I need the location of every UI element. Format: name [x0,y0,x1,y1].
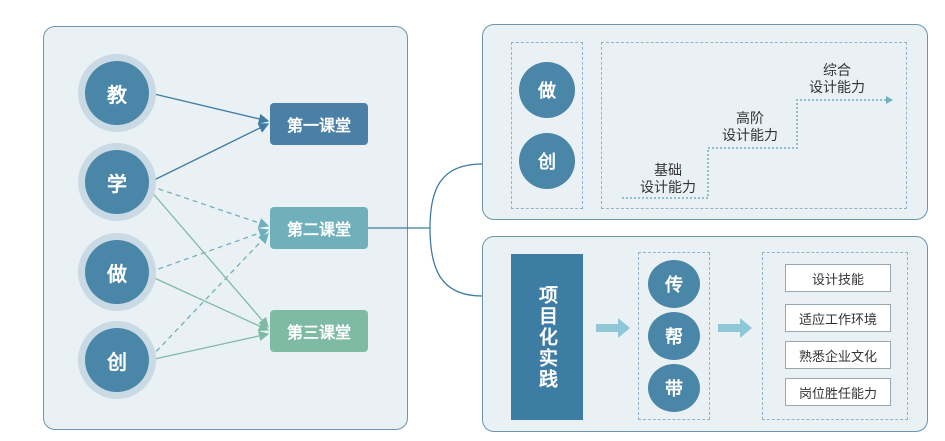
project-practice-title: 项目化实践 [536,284,558,390]
skills-frame [762,252,908,420]
step-comprehensive-line1: 综合 [823,63,851,79]
ability-stairs-frame [601,42,907,209]
link-chuang-class2 [149,233,269,359]
link-xue-class1 [149,123,270,183]
skill-design: 设计技能 [785,264,891,292]
step-comprehensive: 综合 设计能力 [805,63,869,97]
step-basic-line1: 基础 [654,163,682,179]
link-xue-class3 [149,189,269,328]
method-bang: 帮 [648,312,700,360]
skill-company-culture: 熟悉企业文化 [785,341,891,369]
step-advanced: 高阶 设计能力 [718,111,782,145]
brace-curve [429,163,483,297]
arrow-methods-to-skills [718,318,752,338]
step-advanced-line1: 高阶 [736,111,764,127]
class-box-first: 第一课堂 [270,103,368,145]
project-practice-block: 项目化实践 [511,254,583,420]
class-box-second: 第二课堂 [270,207,368,249]
node-xue: 学 [85,150,149,214]
step-advanced-line2: 设计能力 [722,128,778,144]
step-basic-line2: 设计能力 [640,180,696,196]
link-xue-class2 [149,185,270,229]
node-chuang: 创 [85,328,149,392]
skill-job-competence: 岗位胜任能力 [785,378,891,406]
link-chuang-class3 [149,330,270,361]
top-node-chuang: 创 [519,133,575,189]
top-node-zuo: 做 [519,62,575,118]
staircase [622,99,888,199]
node-zuo: 做 [85,240,149,304]
arrow-practice-to-methods [596,318,630,338]
link-zuo-class3 [149,275,270,331]
link-zuo-class2 [149,228,270,273]
skill-adapt-environment: 适应工作环境 [785,304,891,332]
top-nodes-frame [511,42,583,209]
class-box-third: 第三课堂 [270,310,368,352]
staircase-arrowhead [886,96,893,104]
link-jiao-class1 [149,92,270,124]
methods-frame [638,252,710,420]
method-chuan: 传 [648,260,700,308]
step-comprehensive-line2: 设计能力 [809,80,865,96]
node-jiao: 教 [85,61,149,125]
step-basic: 基础 设计能力 [636,163,700,197]
method-dai: 带 [648,364,700,412]
